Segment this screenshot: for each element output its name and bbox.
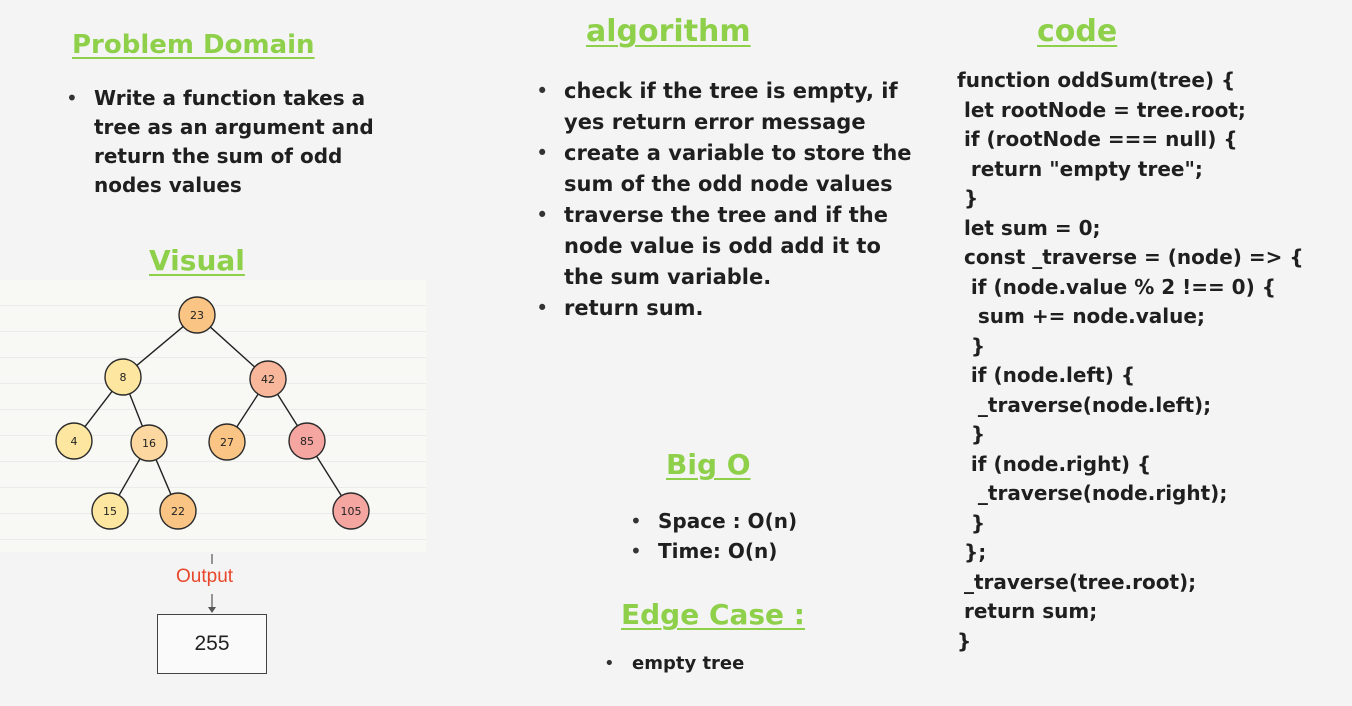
tree-edge bbox=[276, 393, 299, 427]
code-line: sum += node.value; bbox=[957, 304, 1205, 328]
code-line: } bbox=[957, 422, 986, 446]
code-line: return "empty tree"; bbox=[957, 156, 1203, 181]
algorithm-step: return sum. bbox=[536, 293, 916, 324]
code-line: _traverse(node.left); bbox=[957, 392, 1212, 417]
tree-diagram-panel: 23 8 42 4 16 27 85 15 22 105 bbox=[0, 280, 426, 552]
tree-node-label: 27 bbox=[220, 436, 234, 449]
code-line: let sum = 0; bbox=[957, 215, 1101, 240]
code-line: let rootNode = tree.root; bbox=[957, 97, 1246, 122]
edge-case-list: empty tree bbox=[604, 651, 824, 677]
tree-node-label: 85 bbox=[300, 435, 314, 448]
tree-edge bbox=[209, 326, 256, 368]
code-line: function oddSum(tree) { bbox=[957, 68, 1236, 92]
tree-nodes: 23 8 42 4 16 27 85 15 22 105 bbox=[55, 296, 370, 530]
tree-node: 8 bbox=[104, 358, 142, 396]
output-value-box: 255 bbox=[157, 614, 267, 674]
tree-node: 4 bbox=[55, 422, 93, 460]
tree-node-label: 105 bbox=[341, 505, 362, 518]
code-line: const _traverse = (node) => { bbox=[957, 245, 1304, 269]
big-o-space: Space : O(n) bbox=[630, 506, 850, 536]
tree-node-circle bbox=[178, 296, 216, 334]
tree-edge bbox=[236, 393, 259, 428]
tree-node-label: 42 bbox=[261, 373, 275, 386]
tree-node-circle bbox=[159, 492, 197, 530]
code-line: } bbox=[957, 628, 972, 653]
code-block: function oddSum(tree) { let rootNode = t… bbox=[957, 66, 1304, 656]
tree-node: 105 bbox=[332, 492, 370, 530]
big-o-heading: Big O bbox=[666, 448, 751, 481]
code-line: return sum; bbox=[957, 599, 1098, 623]
algorithm-heading: algorithm bbox=[586, 14, 751, 49]
code-line: if (node.right) { bbox=[957, 451, 1152, 476]
tree-node: 23 bbox=[178, 296, 216, 334]
edge-case-item: empty tree bbox=[604, 651, 824, 677]
algorithm-step: traverse the tree and if the node value … bbox=[536, 200, 916, 293]
tree-node: 16 bbox=[130, 424, 168, 462]
algorithm-step: create a variable to store the sum of th… bbox=[536, 138, 916, 200]
tree-node-circle bbox=[332, 492, 370, 530]
tree-node-label: 4 bbox=[71, 435, 78, 448]
tree-node-circle bbox=[249, 360, 287, 398]
tree-edge bbox=[155, 459, 172, 495]
code-line: if (node.value % 2 !== 0) { bbox=[957, 274, 1276, 299]
code-line: if (node.left) { bbox=[957, 363, 1136, 387]
tree-edge bbox=[136, 326, 184, 366]
output-label: Output bbox=[176, 566, 234, 587]
tree-node: 27 bbox=[208, 423, 246, 461]
code-line: _traverse(node.right); bbox=[957, 481, 1228, 505]
tree-node-circle bbox=[288, 422, 326, 460]
tree-node-label: 15 bbox=[103, 505, 117, 518]
tree-edges bbox=[84, 326, 343, 497]
code-line: }; bbox=[957, 540, 987, 564]
tree-node-label: 22 bbox=[171, 505, 185, 518]
code-line: if (rootNode === null) { bbox=[957, 127, 1238, 151]
tree-node: 15 bbox=[91, 492, 129, 530]
problem-domain-list: Write a function takes a tree as an argu… bbox=[66, 84, 396, 200]
tree-node-circle bbox=[104, 358, 142, 396]
code-line: } bbox=[957, 510, 986, 535]
tree-node-circle bbox=[130, 424, 168, 462]
problem-bullet: Write a function takes a tree as an argu… bbox=[66, 84, 396, 200]
big-o-time: Time: O(n) bbox=[630, 536, 850, 566]
problem-domain-heading: Problem Domain bbox=[72, 30, 315, 60]
tree-node: 42 bbox=[249, 360, 287, 398]
tree-node-circle bbox=[55, 422, 93, 460]
tree-edge bbox=[84, 390, 113, 428]
big-o-list: Space : O(n) Time: O(n) bbox=[630, 506, 850, 566]
tree-node-circle bbox=[208, 423, 246, 461]
tree-node: 22 bbox=[159, 492, 197, 530]
tree-edge bbox=[128, 393, 144, 427]
tree-node-label: 8 bbox=[120, 371, 127, 384]
code-line: } bbox=[957, 186, 979, 210]
code-heading: code bbox=[1037, 14, 1118, 49]
tree-node-label: 16 bbox=[142, 437, 156, 450]
tree-node-label: 23 bbox=[190, 309, 204, 322]
tree-edge bbox=[315, 455, 343, 497]
output-arrow bbox=[208, 554, 216, 613]
binary-tree-diagram: 23 8 42 4 16 27 85 15 22 105 bbox=[55, 296, 370, 530]
algorithm-list: check if the tree is empty, if yes retur… bbox=[536, 76, 916, 324]
tree-node: 85 bbox=[288, 422, 326, 460]
visual-heading: Visual bbox=[149, 244, 245, 277]
tree-node-circle bbox=[91, 492, 129, 530]
edge-case-heading: Edge Case : bbox=[621, 598, 805, 631]
tree-edge bbox=[118, 458, 141, 496]
algorithm-step: check if the tree is empty, if yes retur… bbox=[536, 76, 916, 138]
code-line: _traverse(tree.root); bbox=[957, 569, 1197, 594]
code-line: } bbox=[957, 333, 986, 358]
